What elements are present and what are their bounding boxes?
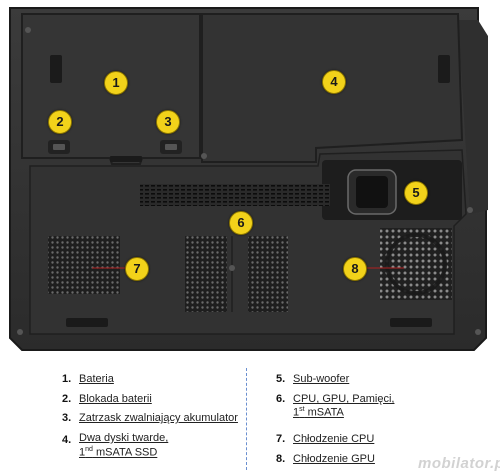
watermark-logo: mobilator.pl xyxy=(418,455,500,472)
legend-num-4: 4. xyxy=(62,434,72,446)
legend-divider xyxy=(246,368,247,470)
legend-num-3: 3. xyxy=(62,412,72,424)
drive-type: mSATA SSD xyxy=(92,446,158,459)
legend-num-1: 1. xyxy=(62,373,72,385)
legend-num-2: 2. xyxy=(62,393,72,405)
legend-num-7: 7. xyxy=(276,433,286,445)
legend-link-bateria[interactable]: Bateria xyxy=(79,373,114,385)
ordinal-suffix: nd xyxy=(85,446,93,453)
marker-6: 6 xyxy=(229,211,253,235)
legend-link-chlodzenie-gpu[interactable]: Chłodzenie GPU xyxy=(293,453,375,465)
marker-5: 5 xyxy=(404,181,428,205)
legend-num-5: 5. xyxy=(276,373,286,385)
laptop-bottom-photo xyxy=(9,7,488,351)
legend-link-zatrzask[interactable]: Zatrzask zwalniający akumulator xyxy=(79,412,238,424)
drive-type: mSATA xyxy=(304,406,344,419)
ordinal-number: 1 xyxy=(79,446,86,459)
marker-1: 1 xyxy=(104,71,128,95)
marker-4: 4 xyxy=(322,70,346,94)
legend-link-dyski-line1[interactable]: Dwa dyski twarde, xyxy=(79,432,169,444)
legend-link-chlodzenie-cpu[interactable]: Chłodzenie CPU xyxy=(293,433,375,445)
marker-3: 3 xyxy=(156,110,180,134)
legend-link-blokada[interactable]: Blokada baterii xyxy=(79,393,152,405)
marker-7: 7 xyxy=(125,257,149,281)
ordinal-suffix: st xyxy=(299,406,305,413)
marker-8: 8 xyxy=(343,257,367,281)
ordinal-number: 1 xyxy=(293,406,300,419)
marker-2: 2 xyxy=(48,110,72,134)
legend-link-subwoofer[interactable]: Sub-woofer xyxy=(293,373,350,385)
legend-num-8: 8. xyxy=(276,453,286,465)
legend-num-6: 6. xyxy=(276,393,286,405)
legend-link-dyski-line2[interactable]: 1nd mSATA SSD xyxy=(79,446,157,459)
legend-link-cpu-gpu-line1[interactable]: CPU, GPU, Pamięci, xyxy=(293,393,395,405)
legend-link-cpu-gpu-line2[interactable]: 1st mSATA xyxy=(293,406,344,419)
